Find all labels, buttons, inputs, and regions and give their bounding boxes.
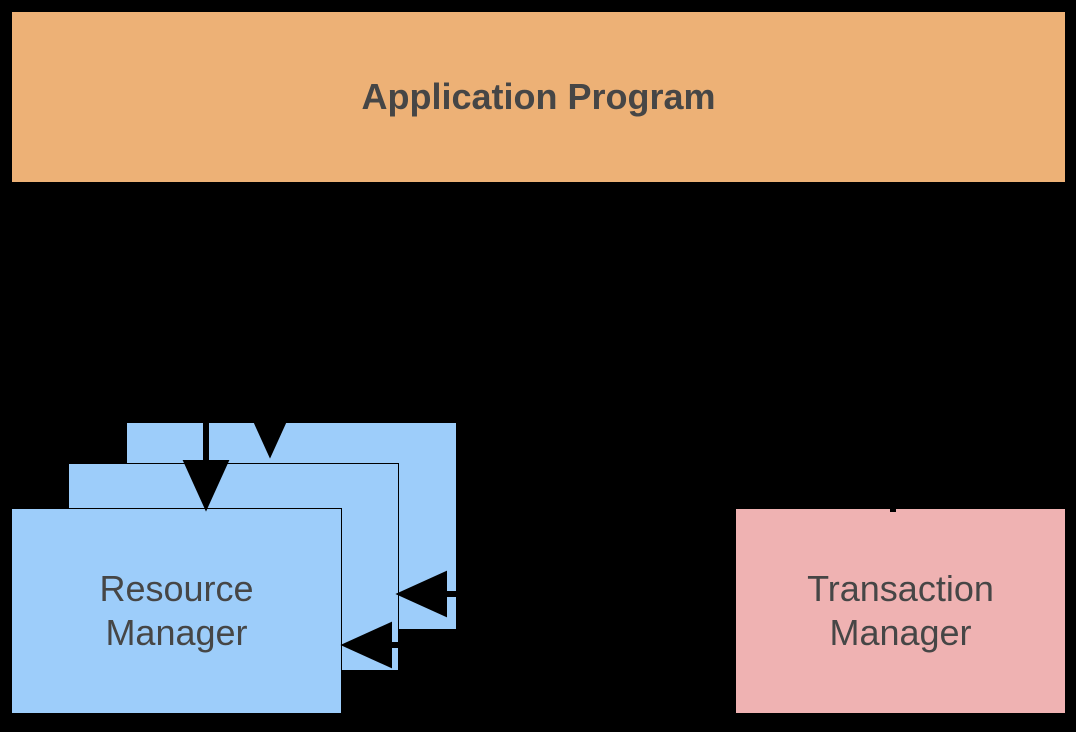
transaction-manager-label: Transaction Manager [807, 568, 994, 653]
transaction-manager-box[interactable]: Transaction Manager [735, 508, 1066, 714]
resource-manager-box-front[interactable]: Resource Manager [11, 508, 342, 714]
application-program-box[interactable]: Application Program [11, 11, 1066, 183]
resource-manager-label: Resource Manager [99, 568, 254, 653]
application-program-label: Application Program [361, 76, 716, 118]
